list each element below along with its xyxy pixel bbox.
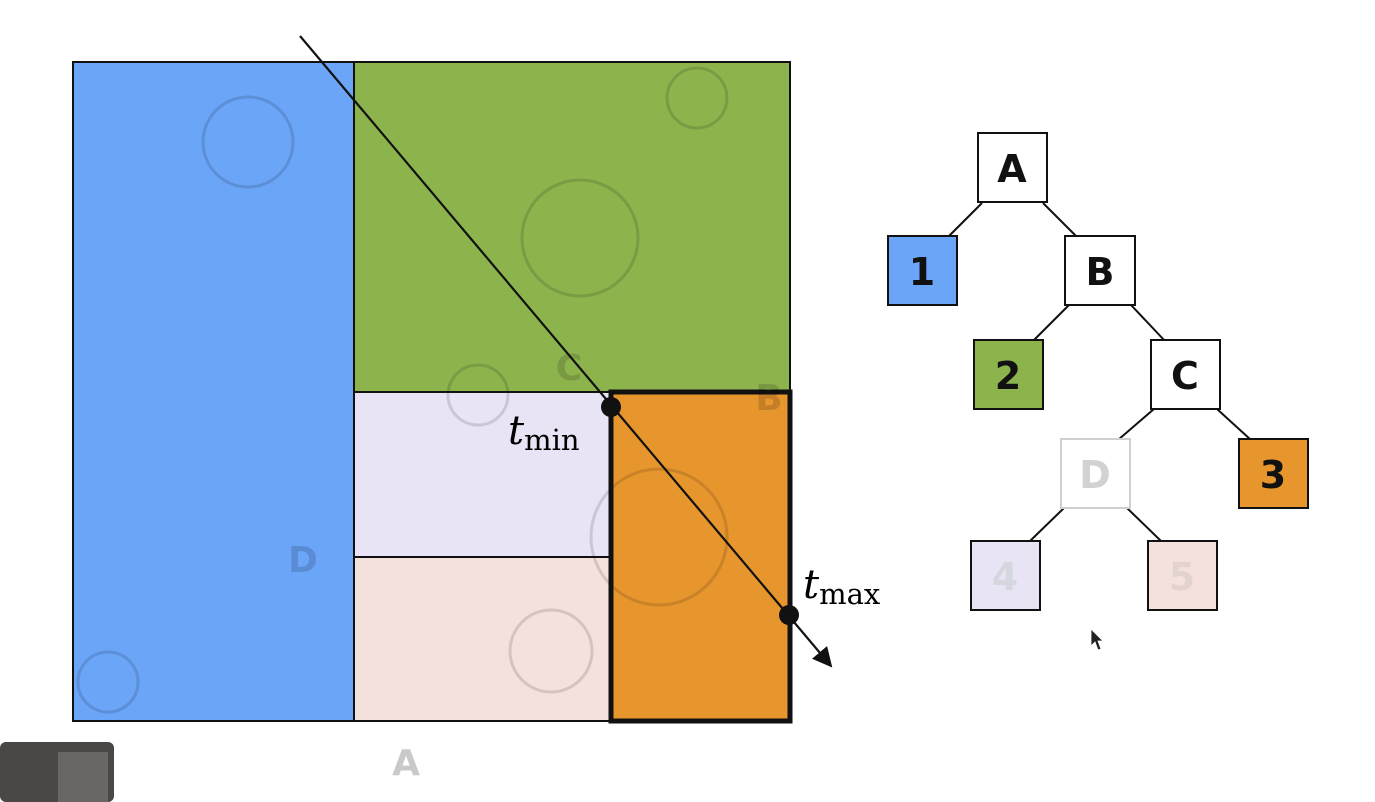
tree-edges [947,202,1252,542]
region-5-pink [354,557,611,721]
tree-leaf-label: 4 [992,555,1018,599]
region-label-a: A [392,743,420,784]
region-3-orange [611,392,790,721]
tree-node-box [1150,339,1221,410]
tree-leaf-4: 4 [970,540,1041,611]
t-min-symbol: t [508,408,525,454]
tree-leaf-box [1147,540,1218,611]
t-max-label: tmax [803,562,880,611]
tree-edge [1042,202,1078,238]
tree-node-a: A [977,132,1048,203]
t-max-subscript: max [819,577,880,611]
highlighted-cell [608,389,793,724]
tree-edge [1029,507,1065,542]
tree-node-box [1064,235,1136,306]
t-max-symbol: t [803,562,820,608]
tree-edge [1130,304,1166,342]
tree-edge [1117,408,1155,441]
region-4-lavender [354,392,611,557]
tree-node-label: C [1171,354,1199,398]
tree-panel: A B C D 1 2 3 4 [887,132,1309,611]
tree-edge [1032,304,1070,342]
region-label-d: D [288,540,318,581]
tree-node-label: D [1079,453,1111,497]
object-circle [665,66,729,130]
tree-edge [947,202,983,238]
object-circle [446,363,510,427]
object-circle [520,178,640,298]
tree-leaf-3: 3 [1238,438,1309,509]
object-circle [76,650,140,714]
tree-leaf-1: 1 [887,235,958,306]
webcam-highlight [58,752,108,802]
tree-leaf-box [973,339,1044,410]
tree-leaf-2: 2 [973,339,1044,410]
object-circle [508,608,594,694]
object-circle [589,467,729,607]
tree-leaf-5: 5 [1147,540,1218,611]
tree-edge [1216,408,1252,441]
t-min-subscript: min [524,423,579,457]
tree-node-d: D [1060,438,1131,509]
tree-leaf-box [1238,438,1309,509]
region-label-b: B [755,378,782,419]
tree-leaf-box [887,235,958,306]
tree-node-b: B [1064,235,1136,306]
t-min-label: tmin [508,408,580,457]
t-max-point [779,605,799,625]
tree-leaf-label: 2 [995,354,1021,398]
region-1-blue [73,62,354,721]
tree-leaf-label: 1 [909,250,935,294]
tree-leaf-label: 5 [1169,555,1195,599]
webcam-overlay [0,742,114,802]
t-min-point [601,397,621,417]
region-2-green [354,62,790,392]
tree-node-box [977,132,1048,203]
tree-leaf-label: 3 [1260,453,1286,497]
tree-edge [1126,507,1162,542]
object-circle [201,95,295,189]
tree-leaf-box [970,540,1041,611]
tree-node-label: A [997,147,1027,191]
tree-node-label: B [1086,250,1115,294]
tree-node-c: C [1150,339,1221,410]
mouse-pointer-icon [1090,628,1104,651]
scene-objects [76,66,729,714]
scene-panel: A B C D tmin tmax [72,35,880,784]
ray [299,35,833,668]
tree-node-box [1060,438,1131,509]
